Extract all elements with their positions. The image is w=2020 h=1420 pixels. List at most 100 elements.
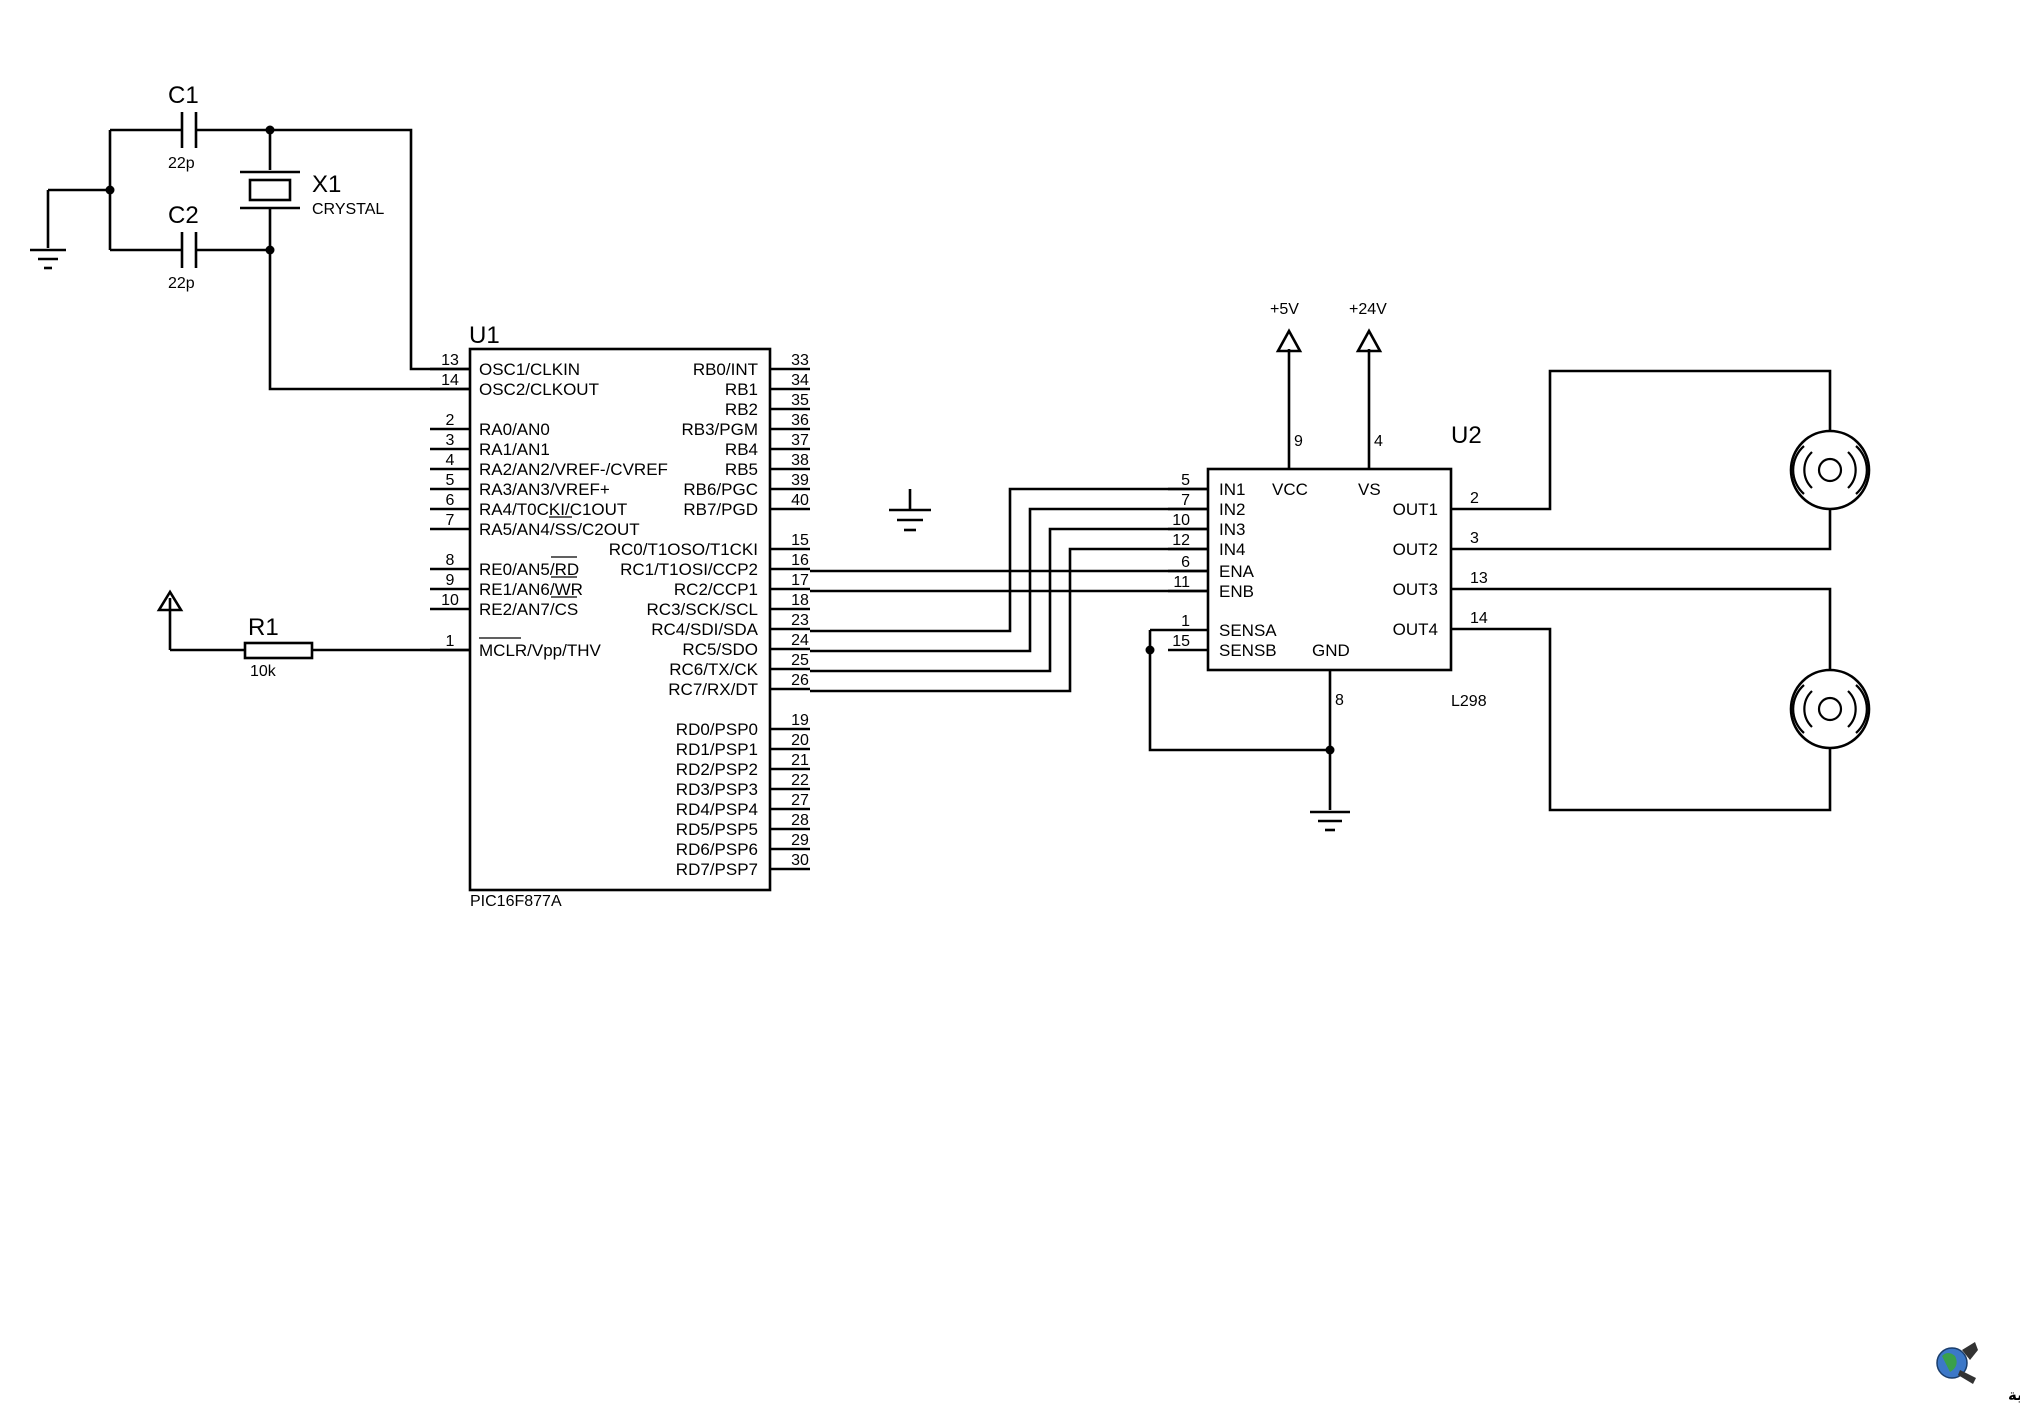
u1-pin-label: OSC1/CLKIN — [479, 360, 580, 379]
u2-pin-label: IN3 — [1219, 520, 1245, 539]
motor-2 — [1789, 668, 1871, 750]
u1-part: PIC16F877A — [470, 893, 562, 910]
u2-pin-number: 1 — [1181, 613, 1190, 630]
u1-pin-number: 28 — [791, 812, 809, 829]
logo-text: القرية الالكترونية — [2008, 1387, 2020, 1404]
u2-pin-label: ENB — [1219, 582, 1254, 601]
u1-pin-label: RC3/SCK/SCL — [647, 600, 758, 619]
u1-pin-number: 16 — [791, 552, 809, 569]
u1-pin-number: 27 — [791, 792, 809, 809]
power-5v-label: +5V — [1270, 301, 1299, 318]
u1-pin-number: 29 — [791, 832, 809, 849]
capacitor-c2: C2 22p — [168, 202, 199, 292]
u2-ref: U2 — [1451, 422, 1482, 449]
ground-symbol-driver — [1310, 810, 1350, 832]
u2-pin-number: 15 — [1172, 633, 1190, 650]
capacitor-c1: C1 22p — [168, 82, 199, 172]
u1-pin-number: 4 — [446, 452, 455, 469]
motor-wiring — [1491, 369, 1832, 812]
u1-pin-label: RB4 — [725, 440, 758, 459]
u1-pin-number: 35 — [791, 392, 809, 409]
u2-pin-vs-label: VS — [1358, 480, 1381, 499]
u1-pin-label: RA0/AN0 — [479, 420, 550, 439]
u1-pin-number: 1 — [446, 633, 455, 650]
u1-pin-label: RD4/PSP4 — [676, 800, 758, 819]
u2-pin-number: 10 — [1172, 512, 1190, 529]
u1-pin-label: RB7/PGD — [683, 500, 758, 519]
u1-pin-number: 8 — [446, 552, 455, 569]
u1-pin-number: 33 — [791, 352, 809, 369]
u2-pin-number: 6 — [1181, 554, 1190, 571]
u1-pin-number: 13 — [441, 352, 459, 369]
u1-pin-label: RC4/SDI/SDA — [651, 620, 758, 639]
u1-pin-number: 9 — [446, 572, 455, 589]
power-24v-label: +24V — [1349, 301, 1387, 318]
u2-pin-label: OUT1 — [1393, 500, 1438, 519]
u1-pin-label: RA3/AN3/VREF+ — [479, 480, 610, 499]
u1-pin-number: 39 — [791, 472, 809, 489]
u1-pin-number: 36 — [791, 412, 809, 429]
u1-pin-number: 20 — [791, 732, 809, 749]
control-wiring — [810, 487, 1208, 693]
u1-pin-number: 17 — [791, 572, 809, 589]
sense-ground-wiring — [1145, 628, 1350, 832]
x1-ref: X1 — [312, 171, 341, 198]
u1-pin-number: 3 — [446, 432, 455, 449]
u1-pin-label: RB6/PGC — [683, 480, 758, 499]
u1-pin-number: 30 — [791, 852, 809, 869]
u1-pin-number: 19 — [791, 712, 809, 729]
u2-pin-number: 11 — [1173, 574, 1190, 591]
u1-pin-number: 23 — [791, 612, 809, 629]
x1-value: CRYSTAL — [312, 201, 384, 218]
u1-pin-number: 5 — [446, 472, 455, 489]
u1-pin-number: 21 — [791, 752, 809, 769]
c1-value: 22p — [168, 155, 195, 172]
u1-pin-label: RD2/PSP2 — [676, 760, 758, 779]
u2-pin-label: SENSA — [1219, 621, 1277, 640]
site-logo: القرية الالكترونية — [1936, 1342, 2020, 1404]
u1-pin-label: RB3/PGM — [681, 420, 758, 439]
u1-pin-label: RB0/INT — [693, 360, 758, 379]
r1-ref: R1 — [248, 614, 279, 641]
u2-pin-number: 5 — [1181, 472, 1190, 489]
u1-pin-label: RC6/TX/CK — [669, 660, 758, 679]
u2-pin-label: OUT2 — [1393, 540, 1438, 559]
u1-pin-label: RD1/PSP1 — [676, 740, 758, 759]
ground-symbol-middle — [889, 489, 931, 532]
u1-pin-number: 22 — [791, 772, 809, 789]
u2-pin-number: 7 — [1181, 492, 1190, 509]
u1-pin-label: RA2/AN2/VREF-/CVREF — [479, 460, 668, 479]
u1-pin-number: 6 — [446, 492, 455, 509]
u1-pin-label: MCLR/Vpp/THV — [479, 641, 602, 660]
power-5v-arrow — [1275, 328, 1303, 353]
u2-pin-number: 3 — [1470, 530, 1479, 547]
c2-value: 22p — [168, 275, 195, 292]
u1-pin-label: RC5/SDO — [682, 640, 758, 659]
u2-pin-label: OUT4 — [1393, 620, 1438, 639]
mclr-pullup: R1 10k — [156, 589, 470, 680]
c1-ref: C1 — [168, 82, 199, 109]
u1-pin-label: OSC2/CLKOUT — [479, 380, 599, 399]
u2-pin-label: IN2 — [1219, 500, 1245, 519]
u1-pin-label: RD0/PSP0 — [676, 720, 758, 739]
u1-pin-number: 24 — [791, 632, 809, 649]
u1-ref: U1 — [469, 322, 500, 349]
u1-pin-label: RC1/T1OSI/CCP2 — [620, 560, 758, 579]
u1-pin-label: RB2 — [725, 400, 758, 419]
r1-value: 10k — [250, 663, 277, 680]
resistor-r1: R1 10k — [243, 614, 314, 680]
u2-pin8-num: 8 — [1335, 692, 1344, 709]
u1-pin-number: 34 — [791, 372, 809, 389]
c2-ref: C2 — [168, 202, 199, 229]
u1-pin-label: RC7/RX/DT — [668, 680, 758, 699]
ground-symbol-osc — [30, 248, 66, 270]
u1-pin-label: RA4/T0CKI/C1OUT — [479, 500, 627, 519]
u2-pin-label: SENSB — [1219, 641, 1277, 660]
u1-pin-number: 15 — [791, 532, 809, 549]
u1-pin-label: RD3/PSP3 — [676, 780, 758, 799]
crystal-x1: X1 CRYSTAL — [240, 170, 384, 218]
u2-pin-label: ENA — [1219, 562, 1255, 581]
power-24v-arrow — [1355, 328, 1383, 353]
u1-pin-label: RA1/AN1 — [479, 440, 550, 459]
